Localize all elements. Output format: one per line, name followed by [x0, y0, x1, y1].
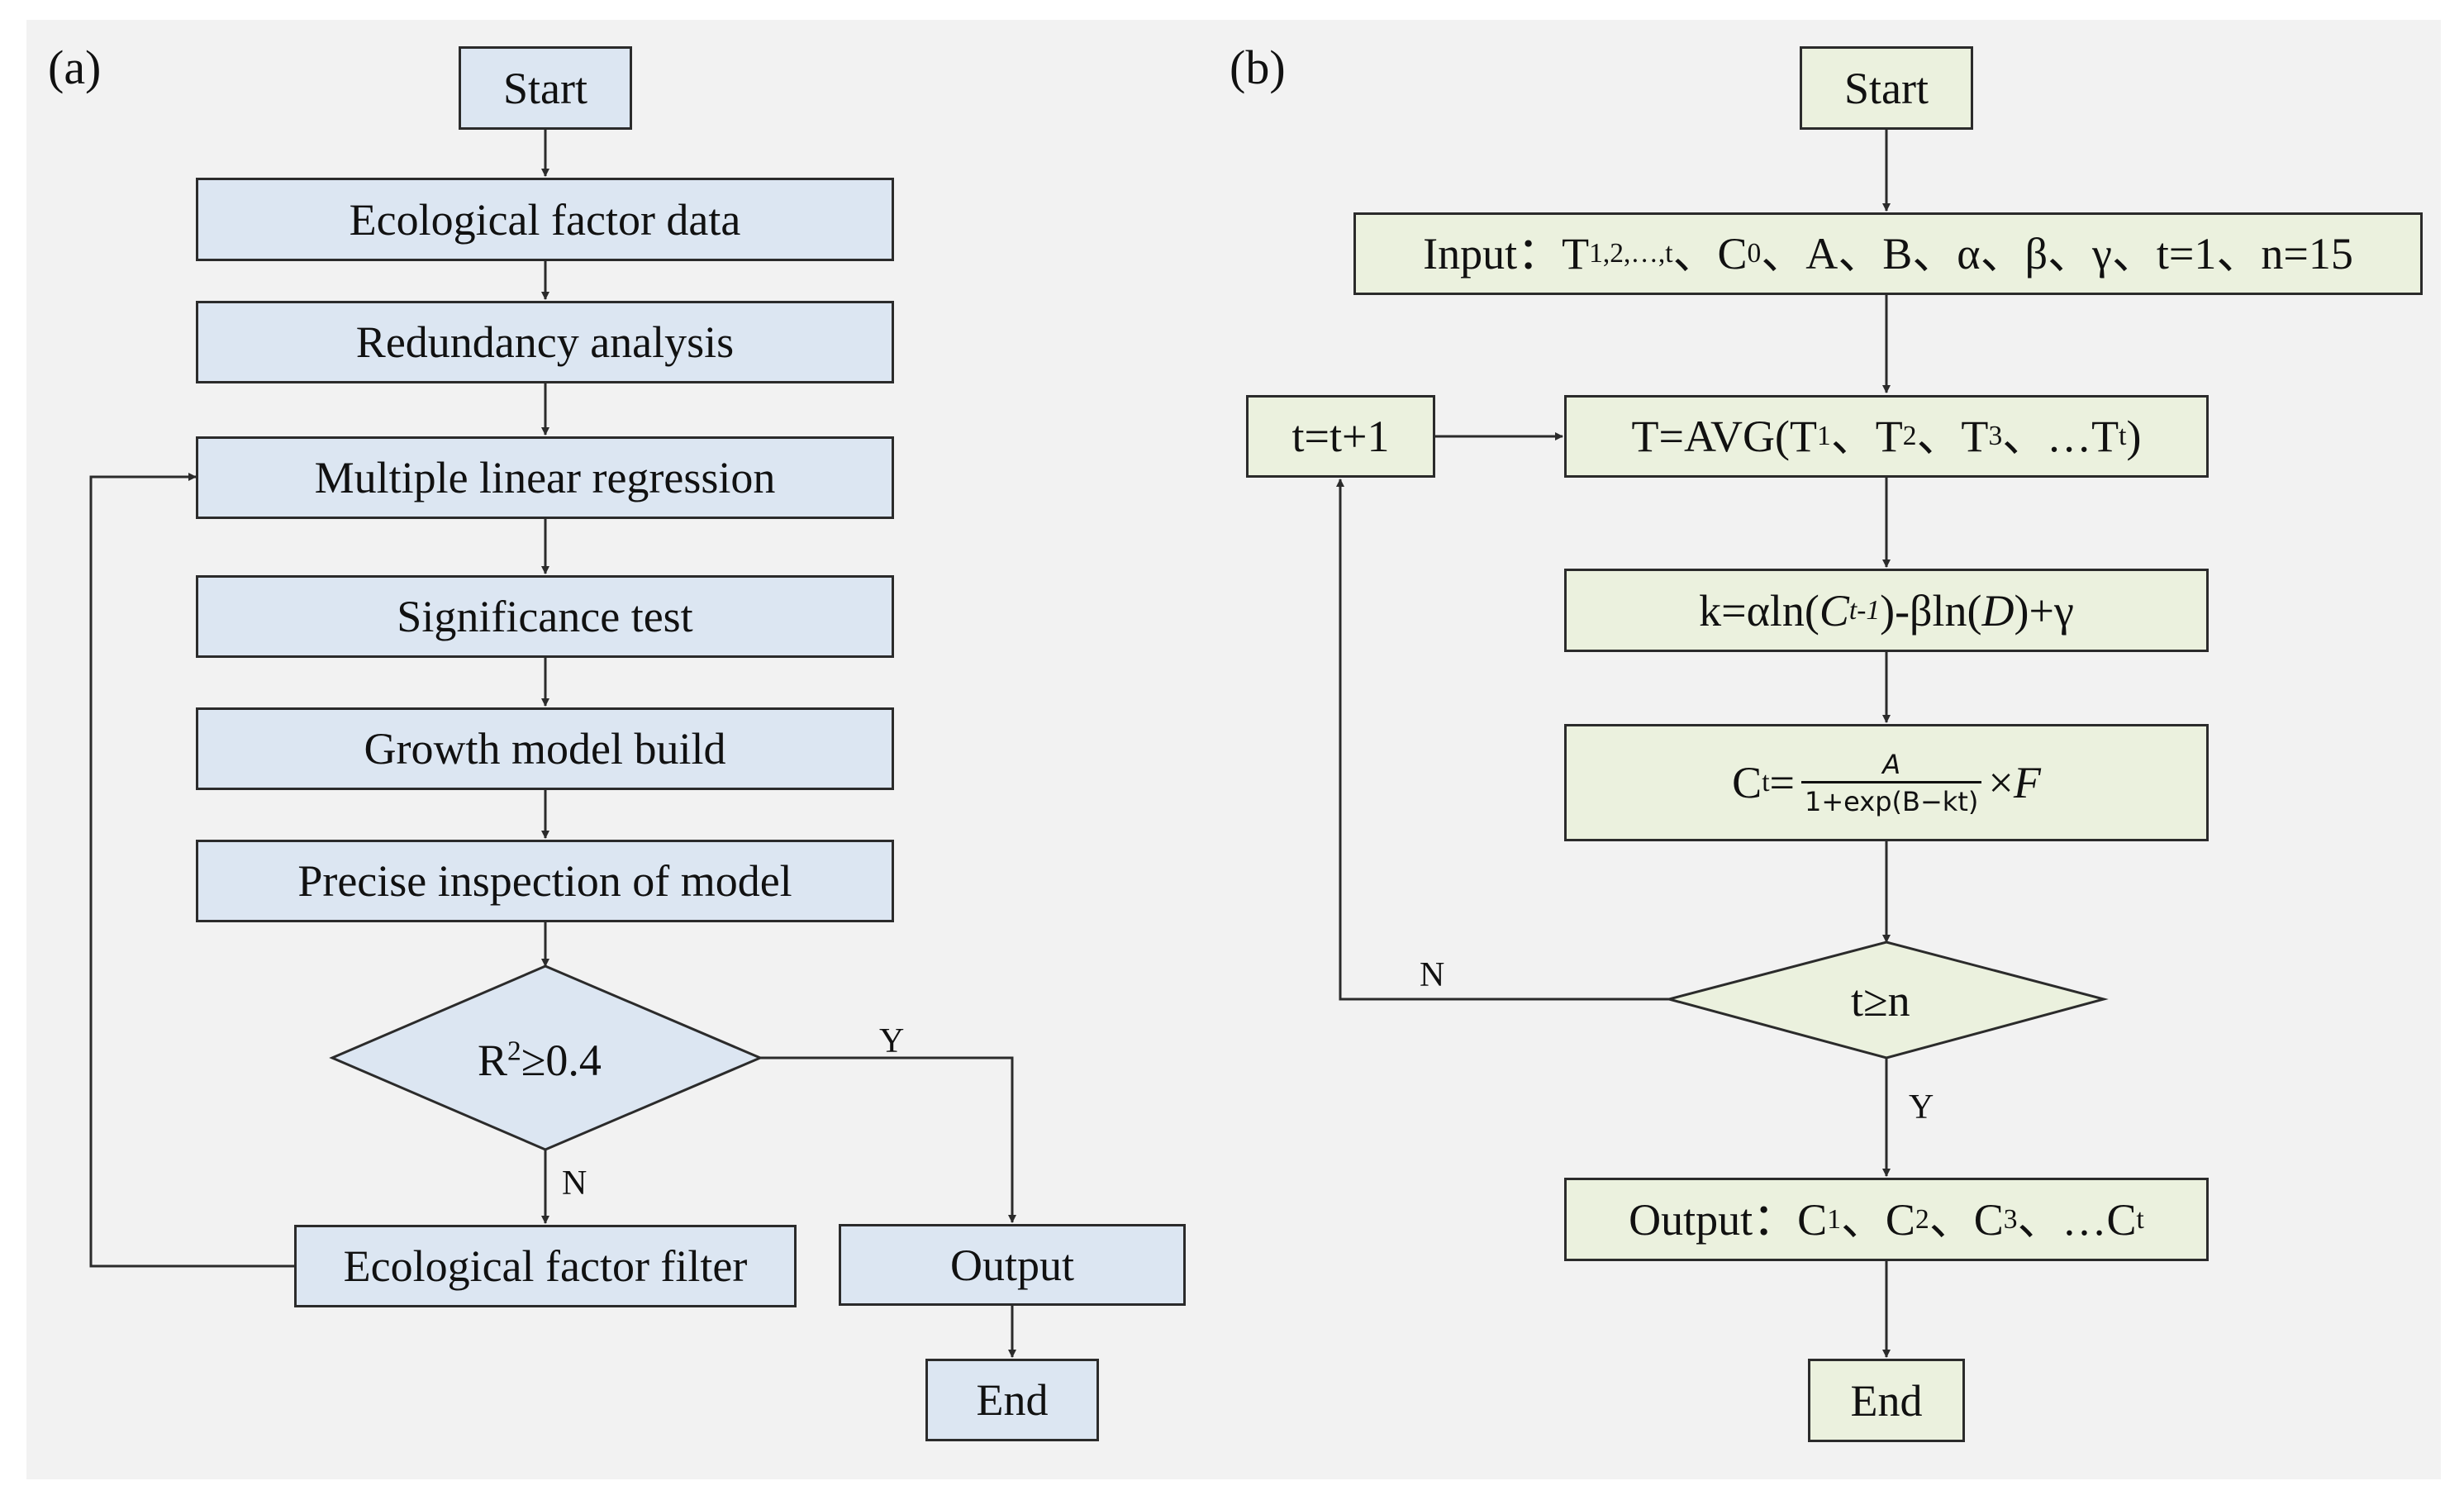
decision-label-a: R2≥0.4: [478, 1036, 602, 1085]
arrow-a-decision-yes-to-output: [760, 1056, 1016, 1223]
multiple-linear-regression-node: Multiple linear regression: [196, 436, 894, 519]
no-label-b: N: [1420, 956, 1445, 994]
end-node-a: End: [925, 1359, 1099, 1441]
ecological-factor-data-node: Ecological factor data: [196, 178, 894, 261]
significance-test-node: Significance test: [196, 575, 894, 658]
no-label-a: N: [562, 1164, 587, 1202]
decision-diamond-b: [1664, 940, 2109, 1060]
increment-node: t=t+1: [1246, 395, 1435, 478]
decision-label-b: t≥n: [1851, 976, 1910, 1026]
start-node-a: Start: [459, 46, 632, 130]
output-node-a: Output: [839, 1224, 1186, 1306]
end-node-b: End: [1808, 1359, 1965, 1442]
yes-label-b: Y: [1909, 1088, 1934, 1126]
start-node-b: Start: [1800, 46, 1973, 130]
decision-diamond-a: [329, 964, 763, 1151]
panel-label-a: (a): [48, 40, 102, 94]
growth-model-build-node: Growth model build: [196, 707, 894, 790]
panel-label-b: (b): [1230, 40, 1286, 94]
precise-inspection-node: Precise inspection of model: [196, 840, 894, 922]
arrow-a-filter-loop-to-mlr: [89, 473, 294, 1268]
yes-label-a: Y: [879, 1022, 905, 1060]
redundancy-analysis-node: Redundancy analysis: [196, 301, 894, 383]
ct-fraction: A 1+exp(B−kt): [1800, 751, 1982, 815]
ecological-factor-filter-node: Ecological factor filter: [294, 1225, 797, 1307]
arrow-b-decision-no-to-increment: [1336, 479, 1669, 1001]
